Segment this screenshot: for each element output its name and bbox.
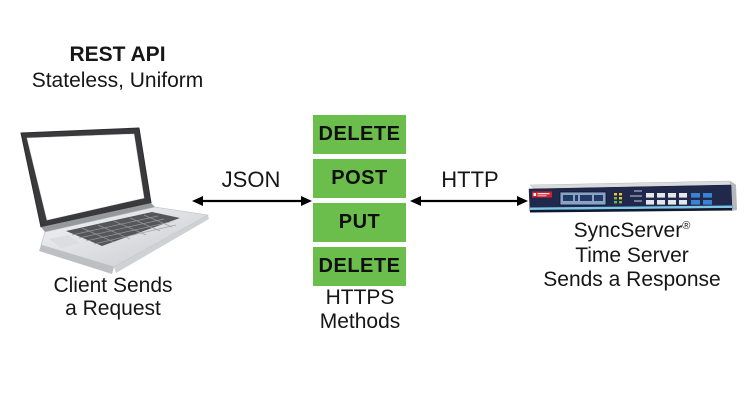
server-caption-line2: Time Server xyxy=(575,243,689,267)
registered-trademark-symbol: ® xyxy=(682,220,691,232)
client-caption-line1: Client Sends xyxy=(53,274,173,297)
methods-caption-line1: HTTPS xyxy=(325,286,395,309)
http-double-arrow-icon xyxy=(410,196,528,206)
server-caption-line1: SyncServer® xyxy=(573,219,691,242)
server-caption-line3: Sends a Response xyxy=(543,268,721,291)
http-arrow-label: HTTP xyxy=(441,167,499,192)
diagram-title: REST API Stateless, Uniform xyxy=(10,42,225,93)
time-server-icon xyxy=(528,180,737,213)
client-laptop-icon xyxy=(20,127,209,274)
client-caption: Client Sends a Request xyxy=(8,274,218,320)
methods-caption-line2: Methods xyxy=(319,310,401,333)
http-methods-stack: DELETE POST PUT DELETE xyxy=(313,115,406,286)
client-caption-line2: a Request xyxy=(65,297,161,320)
server-caption: SyncServer® Time Server Sends a Response xyxy=(524,214,740,293)
json-double-arrow-icon xyxy=(192,196,312,206)
method-box-delete-1: DELETE xyxy=(313,115,406,154)
method-box-put: PUT xyxy=(313,203,406,242)
method-box-post: POST xyxy=(313,159,406,198)
json-arrow-label: JSON xyxy=(221,167,281,192)
methods-caption: HTTPS Methods xyxy=(298,286,422,334)
title-line-rest-api: REST API xyxy=(69,43,166,66)
method-box-delete-2: DELETE xyxy=(313,247,406,286)
title-line-stateless: Stateless, Uniform xyxy=(31,69,204,92)
